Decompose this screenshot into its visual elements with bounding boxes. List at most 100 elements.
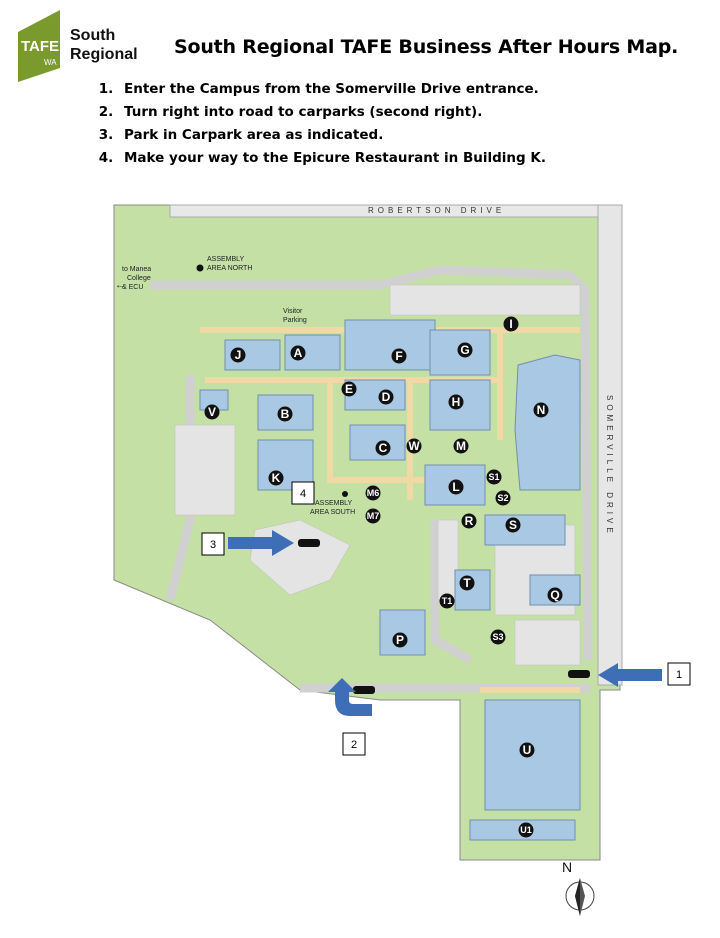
car-icon xyxy=(568,670,590,678)
svg-text:S3: S3 xyxy=(492,632,503,642)
building-l-marker: L xyxy=(448,479,464,495)
building-r-marker: R xyxy=(461,513,477,529)
building-s-marker: S xyxy=(505,517,521,533)
direction-arrows xyxy=(228,530,662,716)
svg-text:L: L xyxy=(452,480,459,494)
building-h-marker: H xyxy=(448,394,464,410)
to-manea-label: to Manea xyxy=(122,266,151,273)
svg-text:G: G xyxy=(460,343,469,357)
arrow-1-icon xyxy=(598,663,662,687)
callout-2: 2 xyxy=(342,732,366,756)
svg-text:W: W xyxy=(408,439,420,453)
building-k-marker: K xyxy=(268,470,284,486)
logo-wa-text: WA xyxy=(44,58,57,67)
direction-step: Park in Carpark area as indicated. xyxy=(118,124,546,147)
svg-text:P: P xyxy=(396,633,404,647)
building-g-marker: G xyxy=(457,342,473,358)
car-icon xyxy=(353,686,375,694)
svg-text:V: V xyxy=(208,405,216,419)
assembly-south-dot xyxy=(342,491,348,497)
building-j-marker: J xyxy=(230,347,246,363)
robertson-drive-label: ROBERTSON DRIVE xyxy=(368,206,505,215)
building-f-marker: F xyxy=(391,348,407,364)
directions-list: Enter the Campus from the Somerville Dri… xyxy=(96,78,546,170)
svg-text:Q: Q xyxy=(550,588,559,602)
direction-step: Make your way to the Epicure Restaurant … xyxy=(118,147,546,170)
page-title: South Regional TAFE Business After Hours… xyxy=(174,36,679,58)
building-m7-marker: M7 xyxy=(365,508,381,524)
svg-text:S2: S2 xyxy=(497,493,508,503)
building-markers: A B C D E F G H I J K L M N P Q R S T U … xyxy=(204,316,563,838)
assembly-south-label: AREA SOUTH xyxy=(310,509,355,516)
building-p-marker: P xyxy=(392,632,408,648)
direction-step: Turn right into road to carparks (second… xyxy=(118,101,546,124)
svg-text:A: A xyxy=(294,346,303,360)
svg-text:S: S xyxy=(509,518,517,532)
building-n-marker: N xyxy=(533,402,549,418)
svg-text:F: F xyxy=(395,349,402,363)
svg-text:S1: S1 xyxy=(488,472,499,482)
building-q-marker: Q xyxy=(547,587,563,603)
svg-text:I: I xyxy=(509,317,512,331)
building-e-marker: E xyxy=(341,381,357,397)
svg-text:U: U xyxy=(523,743,532,757)
svg-text:B: B xyxy=(281,407,290,421)
car-icon xyxy=(298,539,320,547)
assembly-south-label: ASSEMBLY xyxy=(315,500,353,507)
assembly-north-dot xyxy=(196,264,204,272)
svg-text:D: D xyxy=(382,390,391,404)
building-d-marker: D xyxy=(378,389,394,405)
svg-text:3: 3 xyxy=(210,539,216,551)
assembly-north-label: AREA NORTH xyxy=(207,265,252,272)
svg-text:4: 4 xyxy=(300,488,306,500)
direction-step: Enter the Campus from the Somerville Dri… xyxy=(118,78,546,101)
building-s3-marker: S3 xyxy=(490,629,506,645)
svg-text:C: C xyxy=(379,441,388,455)
campus-map: ROBERTSON DRIVE SOMERVILLE DRIVE xyxy=(0,190,720,933)
car-icons xyxy=(298,539,590,694)
callout-1: 1 xyxy=(667,662,691,686)
visitor-parking-label: Parking xyxy=(283,317,307,324)
building-m6-marker: M6 xyxy=(365,485,381,501)
south-regional-tafe-logo: TAFE WA South Regional xyxy=(18,10,148,82)
to-manea-label: & ECU xyxy=(122,284,143,291)
building-s1-marker: S1 xyxy=(486,469,502,485)
svg-text:M7: M7 xyxy=(367,511,380,521)
building-a-marker: A xyxy=(290,345,306,361)
svg-text:J: J xyxy=(235,348,242,362)
building-u1-marker: U1 xyxy=(518,822,534,838)
svg-text:R: R xyxy=(465,514,474,528)
svg-text:1: 1 xyxy=(676,669,682,681)
svg-text:M6: M6 xyxy=(367,488,380,498)
callout-4: 4 xyxy=(291,481,315,505)
building-u-marker: U xyxy=(519,742,535,758)
building-s2-marker: S2 xyxy=(495,490,511,506)
svg-text:2: 2 xyxy=(351,739,357,751)
building-w-marker: W xyxy=(406,438,422,454)
west-arrow-icon: ← xyxy=(115,280,125,291)
building-i-marker: I xyxy=(503,316,519,332)
logo-tafe-text: TAFE xyxy=(21,38,59,55)
north-compass-icon: N xyxy=(562,859,595,916)
visitor-parking-label: Visitor xyxy=(283,308,303,315)
somerville-drive-road xyxy=(597,204,623,686)
building-t1-marker: T1 xyxy=(439,593,455,609)
svg-text:T: T xyxy=(463,576,471,590)
svg-text:U1: U1 xyxy=(520,825,532,835)
svg-text:T1: T1 xyxy=(442,596,453,606)
somerville-drive-label: SOMERVILLE DRIVE xyxy=(605,395,614,537)
building-b-marker: B xyxy=(277,406,293,422)
svg-text:M: M xyxy=(456,439,466,453)
assembly-north-label: ASSEMBLY xyxy=(207,256,245,263)
arrow-2-icon xyxy=(328,678,372,716)
building-c-marker: C xyxy=(375,440,391,456)
callout-3: 3 xyxy=(201,532,225,556)
north-label: N xyxy=(562,859,572,875)
arrow-3-icon xyxy=(228,530,294,556)
building-m-marker: M xyxy=(453,438,469,454)
svg-text:N: N xyxy=(537,403,546,417)
svg-text:E: E xyxy=(345,382,353,396)
logo-south-text: South xyxy=(70,27,115,44)
logo-regional-text: Regional xyxy=(70,46,138,63)
building-v-marker: V xyxy=(204,404,220,420)
